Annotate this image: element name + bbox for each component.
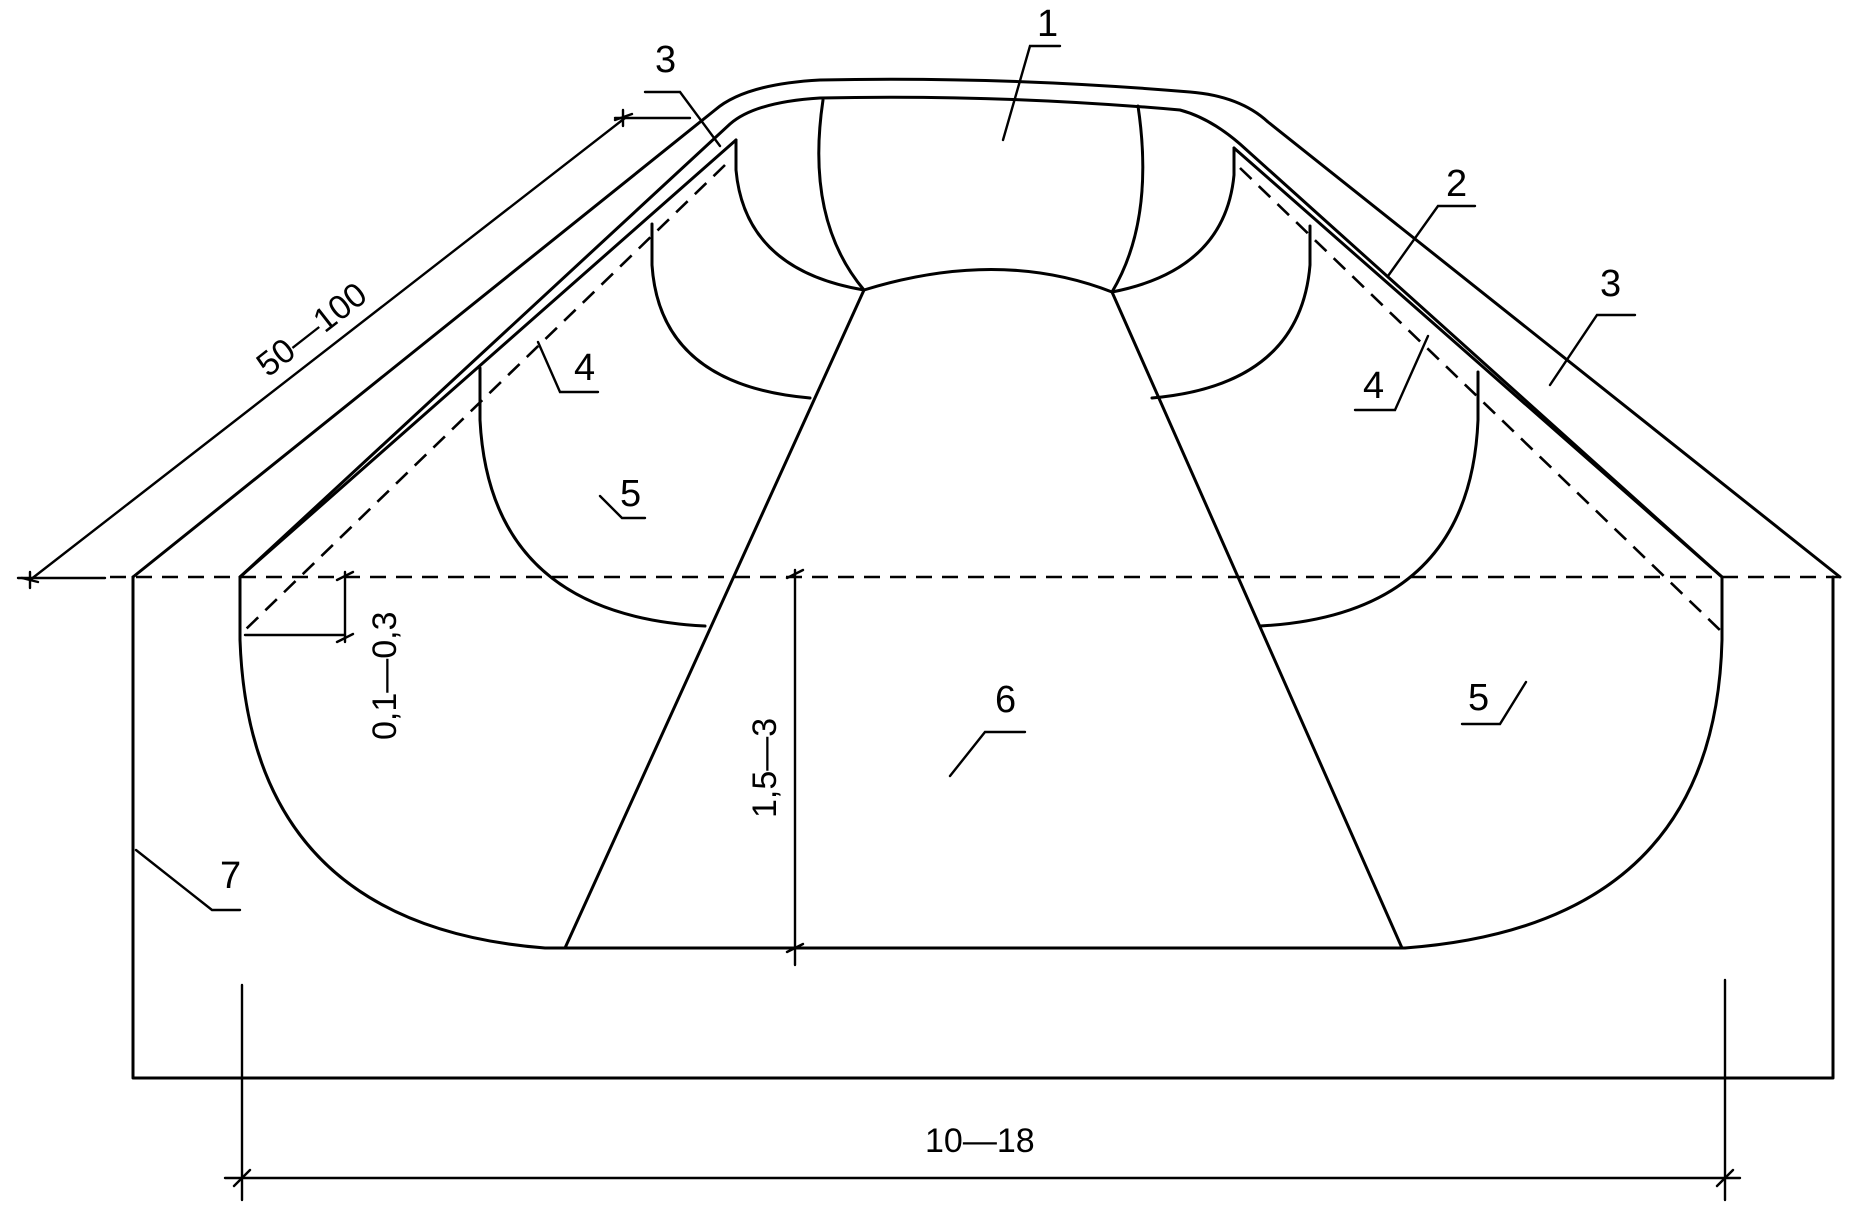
leader-4-right: [1353, 334, 1430, 412]
depth-dimension-ticks: [785, 568, 805, 954]
leader-4-left: [536, 340, 600, 394]
depth-dimension-text: 1,5—3: [746, 718, 784, 818]
arch-middle-right: [1150, 224, 1312, 400]
leader-1: [1001, 44, 1062, 142]
leader-5-right: [1460, 680, 1528, 726]
leader-6: [948, 730, 1027, 778]
label-7: 7: [220, 855, 241, 897]
label-2: 2: [1446, 163, 1467, 205]
arch-outer-right: [1258, 370, 1480, 628]
arch-middle: [650, 222, 812, 400]
outer-contour: [131, 77, 1842, 579]
trench-bottom-curve: [238, 575, 1724, 950]
core-upper-right: [1110, 104, 1145, 294]
inner-slope-right: [1232, 146, 1724, 579]
inner-slope-left: [238, 138, 738, 579]
dashed-slope-right: [1239, 167, 1723, 633]
width-dimension-text: 10—18: [925, 1122, 1035, 1160]
label-4-left: 4: [574, 347, 595, 389]
gap-dimension-text: 0,1—0,3: [366, 611, 404, 740]
foundation-frame: [131, 575, 1835, 1080]
leader-3-right: [1548, 313, 1637, 387]
core-trapezoid-right: [1110, 290, 1404, 950]
arch-outer: [478, 366, 707, 628]
dashed-slope-left: [242, 164, 726, 633]
core-upper-left: [817, 98, 866, 292]
slope-dimension-text: 50—100: [250, 275, 375, 384]
label-5-right: 5: [1468, 677, 1489, 719]
label-4-right: 4: [1363, 365, 1384, 407]
slope-dimension-line: [28, 116, 627, 582]
label-3-right: 3: [1600, 263, 1621, 305]
label-3-left: 3: [655, 39, 676, 81]
arch-inner: [734, 138, 866, 292]
second-contour: [238, 95, 1724, 579]
leader-3-left: [643, 90, 722, 148]
arch-inner-right: [1110, 146, 1236, 294]
core-top: [862, 268, 1114, 294]
leader-7: [134, 848, 242, 912]
label-6: 6: [995, 679, 1016, 721]
core-trapezoid-left: [563, 288, 866, 950]
width-dimension-ticks: [232, 1168, 1735, 1188]
label-5-left: 5: [620, 473, 641, 515]
leader-5-left: [598, 494, 647, 520]
label-1: 1: [1037, 3, 1058, 45]
gap-dimension-ticks: [335, 570, 355, 644]
leader-2: [1386, 204, 1477, 278]
